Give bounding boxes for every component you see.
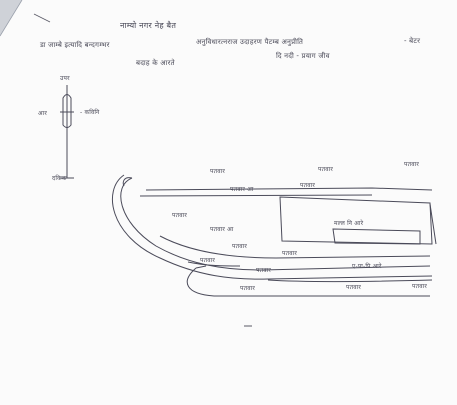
figure-right-label: - कविनि <box>80 109 100 116</box>
figure-bottom-label: दकिक <box>52 175 67 182</box>
boat-label: पतवार <box>240 285 255 292</box>
boat-label: पतवार <box>412 283 427 290</box>
boat-label: पतवार <box>404 161 419 168</box>
stray-mark <box>33 13 51 23</box>
boat-label: पतवार <box>318 166 333 173</box>
boat-label: पतवार <box>256 267 271 274</box>
boat-label: पतवार आ <box>230 186 254 193</box>
header-line-2a: डा जाम्बे इत्यादि बन्दगम्भर <box>40 41 110 49</box>
boat-label: पतवार <box>232 243 247 250</box>
boat-label: पतवार <box>172 212 187 219</box>
boat-label: पतवार आ <box>210 226 234 233</box>
header-line-3b: दि नदी - प्रयाग जीव <box>276 52 330 60</box>
boat-label: पतवार <box>300 182 315 189</box>
boat-outline <box>111 174 437 297</box>
header-line-2b: अनुविधारत्नराज उदाहरण पैटम्ब अनुप्रीति <box>196 38 304 46</box>
boat-label: पतवार <box>346 284 361 291</box>
figure-top-label: उपर <box>60 75 70 82</box>
boat-label: पतवार <box>200 257 215 264</box>
header-line-1: नाम्यो नगर नेह बैत <box>120 21 177 30</box>
header-line-3: बदाह के आरते <box>136 59 175 67</box>
boat-label: ए-पा-पि आरे <box>352 263 382 270</box>
left-figure <box>60 85 74 179</box>
boat-label: मल्ल नि आरे <box>334 220 364 227</box>
figure-left-label: आर <box>38 110 47 117</box>
boat-label: पतवार <box>282 250 297 257</box>
boat-label: पतवार <box>210 168 225 175</box>
header-line-2c: - बेटर <box>404 37 421 45</box>
